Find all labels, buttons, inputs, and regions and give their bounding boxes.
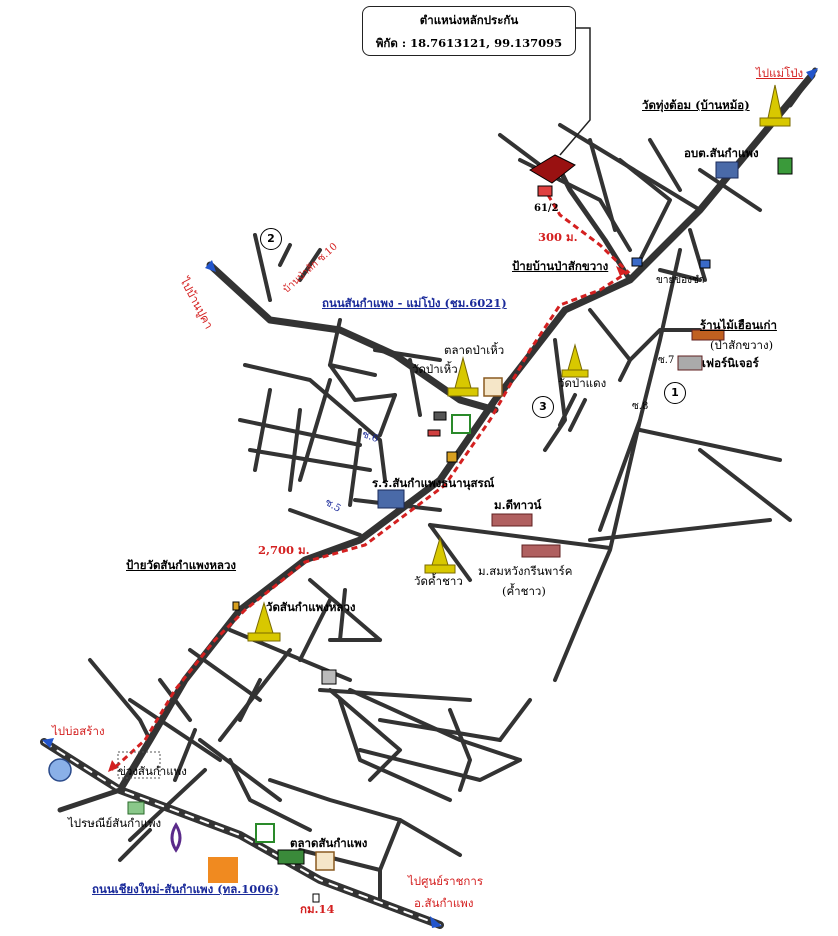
building-icon [715, 161, 739, 179]
label-soi-8: ซ.8 [632, 401, 649, 412]
bus-stop-icon [631, 257, 643, 267]
khuang-area [117, 751, 161, 779]
minor-roads [88, 123, 792, 902]
label-2700m: 2,700 ม. [258, 543, 310, 557]
arrow-mae-pong-icon [806, 68, 818, 80]
village-icons [491, 329, 725, 558]
bank-icon [208, 857, 238, 883]
circle-marker-1: 1 [664, 382, 686, 404]
label-wat-pa-hiew: วัดป่าเหิ้ว [412, 362, 458, 376]
label-sao: อบต.สันกำแพง [684, 146, 759, 160]
dir-mae-pong: ไปแม่โป่ง [756, 66, 804, 80]
convenience-store-icon [255, 823, 275, 843]
label-khuang-sk: ข่วงสันกำแพง [118, 764, 187, 778]
pharmacy-icon [277, 849, 305, 865]
info-coords: พิกัด : 18.7613121, 99.137095 [375, 36, 563, 50]
misc-pins [312, 411, 458, 903]
car-icon [427, 429, 441, 437]
label-sk-market: ตลาดสันกำแพง [290, 836, 368, 850]
bus-stop-icons [232, 157, 793, 611]
label-house-no: 61/2 [534, 203, 559, 214]
label-300m: 300 ม. [538, 230, 578, 244]
route-arrow-300 [616, 266, 628, 276]
info-title: ตำแหน่งหลักประกัน [419, 13, 519, 27]
temple-icon [447, 356, 479, 397]
label-wat-kham-chao: วัดค้ำชาว [414, 574, 463, 588]
km-post-icon [312, 893, 320, 903]
temple-icon [424, 536, 456, 574]
label-km14: กม.14 [300, 902, 335, 916]
label-wat-pa-daeng: วัดป่าแดง [558, 376, 607, 390]
label-bus-pa-sak: ป้ายบ้านป่าสักขวาง [512, 259, 609, 273]
label-market-stall: ขายของชำ [656, 275, 705, 286]
temple-icon [247, 601, 281, 642]
main-roads [40, 67, 818, 929]
label-old-wood-shop: ร้านไม้เฮือนเก่า [700, 318, 777, 332]
bus-stop-icon [232, 601, 240, 611]
building-icons [377, 161, 739, 509]
label-school: ร.ร.สันกำแพงธนานุสรณ์ [372, 476, 495, 490]
label-m-somwang: ม.สมหวังกรีนพาร์ค [478, 564, 573, 578]
dir-bor-sang: ไปบ่อสร้าง [52, 724, 105, 738]
scb-logo-icon [170, 822, 182, 853]
fuel-icon [446, 451, 458, 463]
market-bag-icon [315, 851, 335, 871]
shop-icon [691, 329, 725, 341]
collateral-info-box: ตำแหน่งหลักประกัน พิกัด : 18.7613121, 99… [362, 6, 576, 56]
label-main-road: ถนนสันกำแพง - แม่โป่ง (ชม.6021) [322, 296, 507, 310]
market-icons [315, 377, 503, 871]
label-wat-thung-tom: วัดทุ่งต้อม (บ้านหม้อ) [642, 98, 750, 112]
label-old-wood-shop-2: (ป่าสักขวาง) [710, 338, 774, 352]
label-wat-sk-luang: วัดสันกำแพงหลวง [266, 600, 356, 614]
circle-marker-3: 3 [532, 396, 554, 418]
temple-icon [759, 84, 791, 127]
dir-gov-center-2: อ.สันกำแพง [414, 896, 474, 910]
circle-marker-2: 2 [260, 228, 282, 250]
dir-gov-center-1: ไปศูนย์ราชการ [408, 874, 484, 888]
temple-icons [247, 84, 791, 642]
label-highway: ถนนเชียงใหม่-สันกำแพง (ทล.1006) [92, 882, 279, 896]
convenience-store-icons [255, 414, 471, 865]
arrow-gov-center-icon [430, 916, 442, 928]
label-m-dee-town: ม.ดีทาวน์ [494, 498, 542, 512]
label-m-somwang-2: (ค้ำชาว) [502, 584, 546, 598]
village-icon [491, 513, 533, 527]
label-pa-hiew-market: ตลาดป่าเหิ้ว [444, 343, 505, 357]
property-target-icon [529, 154, 576, 184]
label-post-office: ไปรษณีย์สันกำแพง [68, 816, 162, 830]
mail-icon [127, 801, 145, 815]
arrow-bor-sang-icon [42, 738, 54, 748]
phone-icon [433, 411, 447, 421]
house-icon [537, 185, 553, 197]
village-icon [521, 544, 561, 558]
furniture-icon [677, 355, 703, 371]
bus-stop-icon [699, 259, 711, 269]
signpost-icon [321, 669, 337, 685]
route-path [110, 194, 631, 772]
label-soi-7: ซ.7 [658, 355, 675, 366]
info-pointer [559, 27, 591, 156]
police-emblem-icon [48, 758, 72, 782]
building-icon [377, 489, 405, 509]
market-bag-icon [483, 377, 503, 397]
temple-icon [561, 343, 589, 378]
convenience-store-icon [451, 414, 471, 434]
label-bus-wat-sk: ป้ายวัดสันกำแพงหลวง [126, 558, 237, 572]
shield-icon [777, 157, 793, 175]
label-furniture: เฟอร์นิเจอร์ [702, 356, 759, 370]
route-arrow-end [108, 760, 118, 772]
arrow-ban-pukha-icon [205, 260, 216, 272]
